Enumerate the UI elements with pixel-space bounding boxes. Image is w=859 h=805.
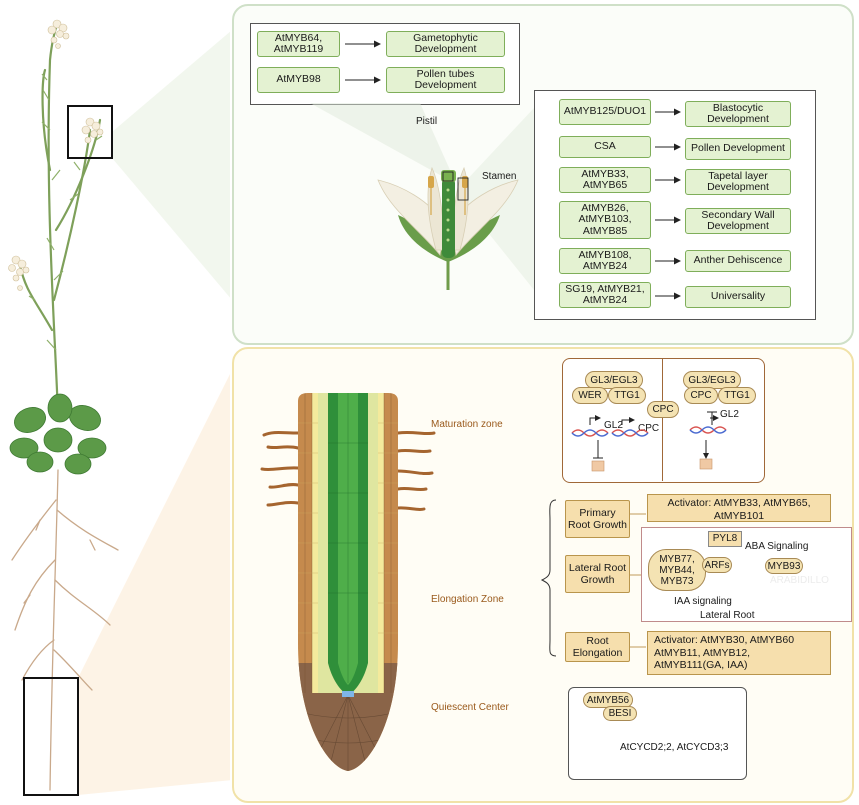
gene-box-stamen-2: AtMYB33, AtMYB65	[559, 167, 651, 193]
hair-panel-divider	[662, 358, 663, 481]
arabidopsis-plant-illustration	[8, 19, 230, 796]
gene-box-gametophyte-0: AtMYB64, AtMYB119	[257, 31, 340, 57]
root-tip-selection-frame	[23, 677, 79, 796]
root-elongation-box: Root Elongation	[565, 632, 630, 662]
gene-box-stamen-3: AtMYB26, AtMYB103, AtMYB85	[559, 201, 651, 239]
arabidillo-label: ARABIDILLO	[770, 575, 829, 586]
lateral-root-growth-box: Lateral Root Growth	[565, 555, 630, 593]
qc-network-frame	[568, 687, 747, 780]
pyl8-node: PYL8	[708, 531, 742, 547]
gl2-gene-left: GL2	[604, 420, 623, 431]
flower-selection-frame	[67, 105, 113, 159]
gene-box-gametophyte-1: AtMYB98	[257, 67, 340, 93]
function-box-stamen-3: Secondary Wall Development	[685, 208, 791, 234]
bottom-callout-beam	[78, 374, 230, 795]
function-box-stamen-1: Pollen Development	[685, 138, 791, 160]
aba-signaling-label: ABA Signaling	[745, 541, 809, 552]
process-brace	[540, 499, 557, 657]
root-tip-illustration	[260, 393, 436, 771]
top-callout-beam	[112, 31, 230, 298]
primary-root-growth-box: Primary Root Growth	[565, 500, 630, 538]
gl2-gene-right: GL2	[720, 409, 739, 420]
wer-node: WER	[572, 387, 608, 404]
primary-activators-box: Activator: AtMYB33, AtMYB65, AtMYB101	[647, 494, 831, 522]
gene-box-stamen-5: SG19, AtMYB21, AtMYB24	[559, 282, 651, 308]
maturation-zone-label: Maturation zone	[431, 419, 503, 430]
cycd-targets-label: AtCYCD2;2, AtCYCD3;3	[620, 742, 729, 753]
gene-box-stamen-1: CSA	[559, 136, 651, 158]
gene-box-stamen-4: AtMYB108, AtMYB24	[559, 248, 651, 274]
function-box-stamen-4: Anther Dehiscence	[685, 250, 791, 272]
stamen-label: Stamen	[482, 171, 517, 182]
cpc-node-right: CPC	[684, 387, 718, 404]
function-box-stamen-5: Universality	[685, 286, 791, 308]
arfs-node: ARFs	[702, 557, 732, 573]
function-box-stamen-2: Tapetal layer Development	[685, 169, 791, 195]
gene-box-stamen-0: AtMYB125/DUO1	[559, 99, 651, 125]
iaa-signaling-label: IAA signaling	[674, 596, 732, 607]
elongation-activators-box: Activator: AtMYB30, AtMYB60 AtMYB11, AtM…	[647, 631, 831, 675]
lateral-root-label: Lateral Root	[700, 610, 755, 621]
flower-illustration	[377, 166, 519, 290]
ttg1-node-right: TTG1	[718, 387, 756, 404]
ttg1-node-left: TTG1	[608, 387, 646, 404]
function-box-stamen-0: Blastocytic Development	[685, 101, 791, 127]
besi-node: BESI	[603, 706, 637, 721]
myb77-44-73-node: MYB77, MYB44, MYB73	[648, 549, 706, 591]
function-box-gametophyte-1: Pollen tubes Development	[386, 67, 505, 93]
myb93-node: MYB93	[765, 558, 803, 574]
pistil-label: Pistil	[416, 116, 438, 127]
top-panel-arrows	[310, 40, 681, 300]
quiescent-center-label: Quiescent Center	[431, 702, 509, 713]
cpc-gene-left: CPC	[638, 423, 660, 434]
cpc-node-left: CPC	[647, 401, 679, 418]
elongation-zone-label: Elongation Zone	[431, 594, 504, 605]
function-box-gametophyte-0: Gametophytic Development	[386, 31, 505, 57]
